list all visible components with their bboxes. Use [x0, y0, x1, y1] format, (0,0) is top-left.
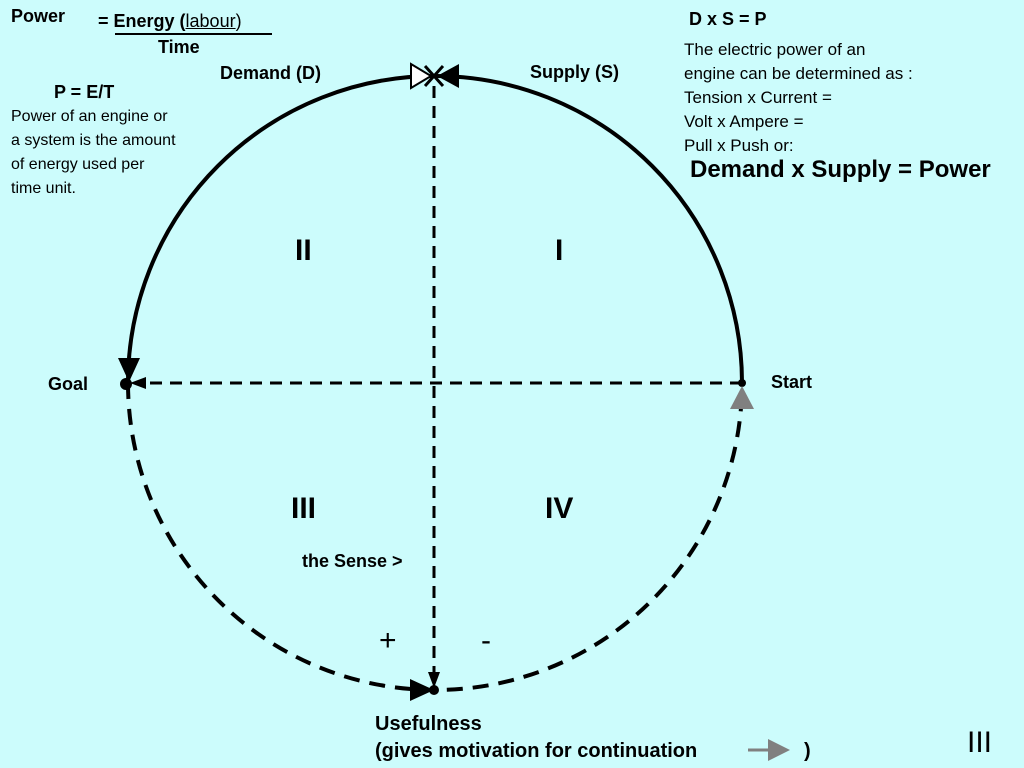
page-number: III [967, 726, 993, 759]
plus-sign: + [379, 624, 397, 657]
continuation-arrow-icon [768, 739, 790, 761]
start-dot [738, 379, 746, 387]
goal-label: Goal [48, 374, 89, 394]
electric-line-1: The electric power of an [684, 40, 866, 59]
sense-label: the Sense > [302, 551, 403, 571]
energy-formula: = Energy (labour) [98, 11, 242, 32]
electric-line-4: Volt x Ampere = [684, 112, 804, 131]
usefulness-label: Usefulness [375, 713, 482, 735]
goal-arrowhead-icon [130, 377, 146, 389]
minus-sign: - [481, 624, 491, 657]
demand-supply-power: Demand x Supply = Power [690, 156, 991, 183]
power-definition-3: of energy used per [11, 156, 145, 173]
goal-dot [120, 378, 132, 390]
motivation-close-paren: ) [804, 740, 811, 762]
supply-label: Supply (S) [530, 62, 619, 82]
electric-line-5: Pull x Push or: [684, 136, 794, 155]
dxs-formula: D x S = P [689, 9, 767, 29]
p-equals-formula: P = E/T [54, 82, 115, 102]
start-arrow-icon [730, 386, 754, 409]
power-definition-2: a system is the amount [11, 132, 176, 149]
quadrant-i: I [555, 234, 564, 267]
meeting-cross-b [423, 64, 445, 88]
usefulness-arrow-icon [410, 679, 434, 701]
quadrant-iv: IV [545, 492, 574, 525]
energy-equals: = Energy ( [98, 11, 186, 31]
motivation-text: (gives motivation for continuation [375, 740, 698, 762]
electric-line-3: Tension x Current = [684, 88, 832, 107]
close-paren: ) [235, 11, 242, 31]
goal-arrow-icon [118, 358, 140, 382]
time-label: Time [158, 37, 200, 57]
usefulness-arrowhead-icon [428, 672, 440, 688]
power-label: Power [11, 6, 66, 26]
demand-arrow-icon [410, 62, 433, 90]
demand-label: Demand (D) [220, 63, 322, 83]
power-definition-4: time unit. [11, 180, 76, 197]
electric-line-2: engine can be determined as : [684, 64, 913, 83]
quadrant-iii: III [291, 492, 317, 525]
quadrant-ii: II [295, 234, 312, 267]
power-definition-1: Power of an engine or [11, 108, 168, 125]
supply-arrow-icon [437, 64, 459, 88]
labour-text: labour [185, 11, 236, 31]
start-label: Start [771, 372, 813, 392]
